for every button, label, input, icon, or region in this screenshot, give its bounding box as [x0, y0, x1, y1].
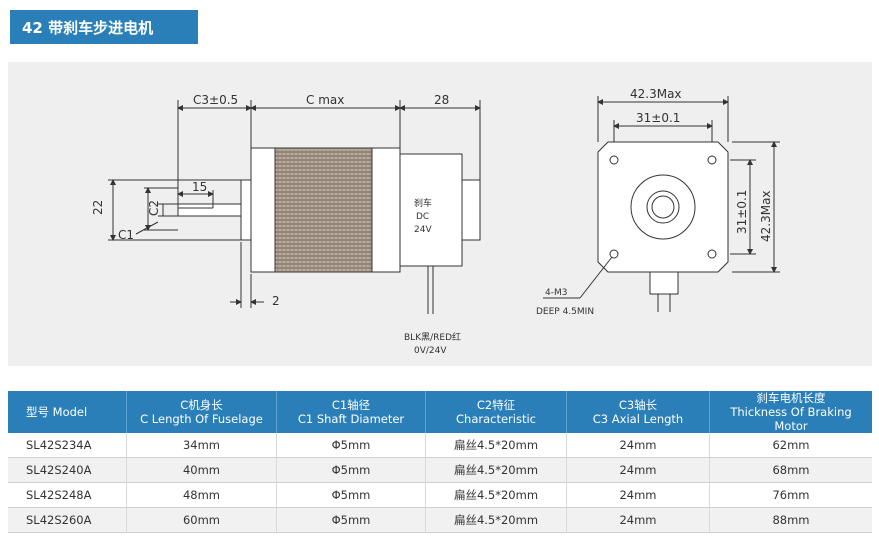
cell-model: SL42S240A — [8, 457, 127, 483]
technical-drawing: C3±0.5 C max 28 15 22 C2 C1 2 刹车 DC 24V … — [8, 62, 872, 366]
front-view — [543, 96, 780, 312]
motor-drawing-svg: C3±0.5 C max 28 15 22 C2 C1 2 刹车 DC 24V … — [91, 87, 780, 356]
wire-label-colors: BLK黑/RED红 — [404, 331, 461, 343]
cell-length: 48mm — [126, 482, 277, 508]
dim-22: 22 — [91, 200, 105, 215]
cell-brake: 88mm — [709, 507, 872, 533]
cell-characteristic: 扁丝4.5*20mm — [425, 457, 567, 483]
cell-length: 40mm — [126, 457, 277, 483]
dim-c2: C2 — [147, 200, 161, 216]
header-model: 型号 Model — [8, 391, 127, 433]
hole-label: 4-M3 — [545, 288, 567, 298]
dim-28: 28 — [434, 93, 449, 107]
cell-length: 60mm — [126, 507, 277, 533]
dim-c1: C1 — [118, 228, 134, 242]
cell-model: SL42S248A — [8, 482, 127, 508]
cell-model: SL42S260A — [8, 507, 127, 533]
cell-axial: 24mm — [566, 433, 710, 458]
cell-shaft: Φ5mm — [276, 433, 426, 458]
dim-15: 15 — [192, 180, 207, 194]
cell-brake: 68mm — [709, 457, 872, 483]
cell-shaft: Φ5mm — [276, 457, 426, 483]
table-row: SL42S260A 60mm Φ5mm 扁丝4.5*20mm 24mm 88mm — [8, 507, 872, 533]
cell-shaft: Φ5mm — [276, 507, 426, 533]
cell-characteristic: 扁丝4.5*20mm — [425, 482, 567, 508]
brake-label-3: 24V — [414, 225, 432, 235]
side-view — [108, 100, 481, 314]
dim-vert-spacing: 31±0.1 — [735, 190, 749, 234]
cell-model: SL42S234A — [8, 433, 127, 458]
cell-axial: 24mm — [566, 482, 710, 508]
dim-hole-spacing: 31±0.1 — [636, 111, 680, 125]
cell-length: 34mm — [126, 433, 277, 458]
dim-2: 2 — [272, 294, 280, 308]
cell-axial: 24mm — [566, 457, 710, 483]
dim-width-max: 42.3Max — [630, 87, 682, 101]
hole-depth: DEEP 4.5MIN — [536, 307, 594, 317]
table-row: SL42S234A 34mm Φ5mm 扁丝4.5*20mm 24mm 62mm — [8, 433, 872, 458]
table-row: SL42S248A 48mm Φ5mm 扁丝4.5*20mm 24mm 76mm — [8, 482, 872, 508]
cell-axial: 24mm — [566, 507, 710, 533]
cell-brake: 76mm — [709, 482, 872, 508]
brake-label-1: 刹车 — [414, 197, 432, 209]
dim-c-max: C max — [306, 93, 344, 107]
dim-c3: C3±0.5 — [193, 93, 238, 107]
cell-characteristic: 扁丝4.5*20mm — [425, 507, 567, 533]
dim-vert-max: 42.3Max — [759, 190, 773, 242]
cell-characteristic: 扁丝4.5*20mm — [425, 433, 567, 458]
table-row: SL42S240A 40mm Φ5mm 扁丝4.5*20mm 24mm 68mm — [8, 457, 872, 483]
wire-label-voltage: 0V/24V — [414, 346, 447, 356]
cell-shaft: Φ5mm — [276, 482, 426, 508]
brake-label-2: DC — [416, 212, 429, 222]
cell-brake: 62mm — [709, 433, 872, 458]
page-title: 42 带刹车步进电机 — [10, 10, 198, 44]
